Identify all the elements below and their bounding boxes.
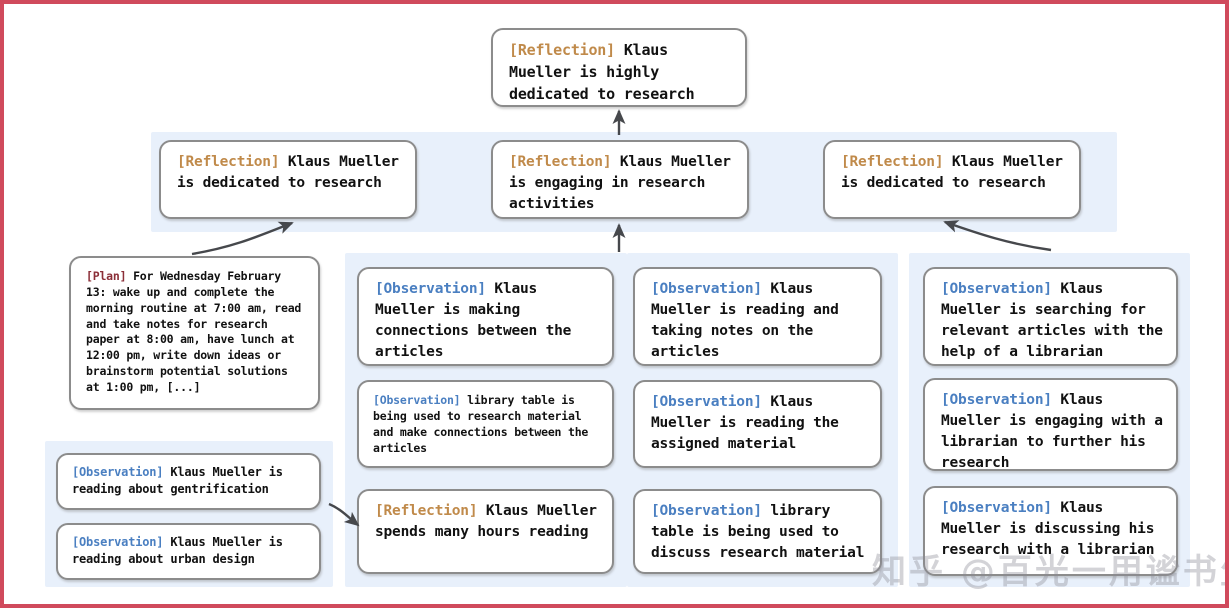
observation-tag: [Observation]: [373, 393, 461, 407]
observation-tag: [Observation]: [72, 465, 164, 479]
reflection-card-left[interactable]: [Reflection] Klaus Mueller is dedicated …: [159, 140, 417, 219]
observation-text: Klaus Mueller is reading and taking note…: [651, 281, 839, 361]
observation-text: library table is being used to research …: [373, 393, 589, 455]
observation-text: Klaus Mueller is reading about urban des…: [72, 535, 283, 567]
column-c-card-3[interactable]: [Observation] Klaus Mueller is discussin…: [923, 486, 1178, 576]
reflection-text: Klaus Mueller is engaging in research ac…: [509, 154, 731, 213]
watermark-text: 知乎 @百光一用谧书生: [872, 552, 1229, 592]
observation-text: Klaus Mueller is making connections betw…: [375, 281, 572, 361]
observation-tag: [Observation]: [651, 394, 762, 410]
observation-text: library table is being used to discuss r…: [651, 503, 865, 562]
observation-text: Klaus Mueller is reading about gentrific…: [72, 465, 283, 497]
reflection-text: Klaus Mueller is dedicated to research: [841, 154, 1063, 192]
reflection-tag: [Reflection]: [509, 154, 612, 170]
column-b-card-2[interactable]: [Observation] Klaus Mueller is reading t…: [633, 380, 882, 468]
reflection-text: Klaus Mueller spends many hours reading: [375, 503, 597, 541]
observation-tag: [Observation]: [72, 535, 164, 549]
observation-tag: [Observation]: [375, 281, 486, 297]
left-observation-card-1[interactable]: [Observation] Klaus Mueller is reading a…: [56, 453, 321, 510]
plan-tag: [Plan]: [86, 269, 127, 283]
reflection-card-middle[interactable]: [Reflection] Klaus Mueller is engaging i…: [491, 140, 749, 219]
observation-text: Klaus Mueller is engaging with a librari…: [941, 392, 1163, 471]
root-reflection-text: Klaus Mueller is highly dedicated to res…: [509, 41, 695, 103]
observation-text: Klaus Mueller is reading the assigned ma…: [651, 394, 839, 453]
column-a-card-1[interactable]: [Observation] Klaus Mueller is making co…: [357, 267, 614, 366]
reflection-text: Klaus Mueller is dedicated to research: [177, 154, 399, 192]
reflection-tag: [Reflection]: [509, 41, 615, 59]
plan-card[interactable]: [Plan] For Wednesday February 13: wake u…: [69, 256, 320, 410]
observation-tag: [Observation]: [941, 392, 1052, 408]
plan-text: For Wednesday February 13: wake up and c…: [86, 269, 302, 395]
observation-tag: [Observation]: [651, 281, 762, 297]
observation-text: Klaus Mueller is searching for relevant …: [941, 281, 1163, 361]
left-observation-card-2[interactable]: [Observation] Klaus Mueller is reading a…: [56, 523, 321, 580]
observation-tag: [Observation]: [941, 281, 1052, 297]
observation-text: Klaus Mueller is discussing his research…: [941, 500, 1155, 559]
column-b-card-1[interactable]: [Observation] Klaus Mueller is reading a…: [633, 267, 882, 366]
reflection-tag: [Reflection]: [177, 154, 280, 170]
reflection-card-right[interactable]: [Reflection] Klaus Mueller is dedicated …: [823, 140, 1081, 219]
column-b-card-3[interactable]: [Observation] library table is being use…: [633, 489, 882, 574]
observation-tag: [Observation]: [941, 500, 1052, 516]
root-reflection-card[interactable]: [Reflection] Klaus Mueller is highly ded…: [491, 28, 747, 107]
reflection-tag: [Reflection]: [841, 154, 944, 170]
column-c-card-1[interactable]: [Observation] Klaus Mueller is searching…: [923, 267, 1178, 366]
observation-tag: [Observation]: [651, 503, 762, 519]
column-a-card-3[interactable]: [Reflection] Klaus Mueller spends many h…: [357, 489, 614, 574]
column-c-card-2[interactable]: [Observation] Klaus Mueller is engaging …: [923, 378, 1178, 471]
column-a-card-2[interactable]: [Observation] library table is being use…: [357, 380, 614, 468]
reflection-tag: [Reflection]: [375, 503, 478, 519]
